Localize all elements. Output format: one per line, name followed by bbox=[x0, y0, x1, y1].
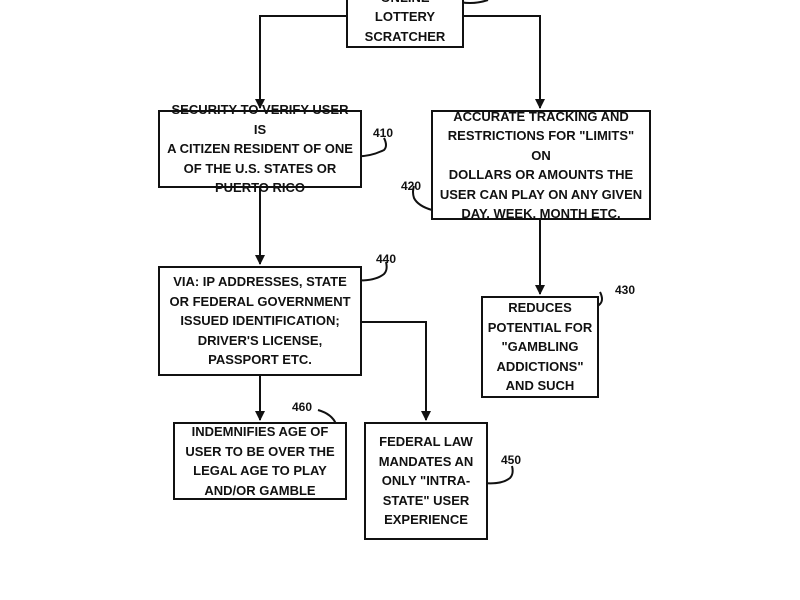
ref-label-450: 450 bbox=[501, 453, 522, 467]
ref-label-460: 460 bbox=[292, 400, 313, 414]
leader-420 bbox=[412, 185, 433, 211]
ref-label-440: 440 bbox=[376, 252, 397, 266]
ref-label-410: 410 bbox=[373, 126, 394, 140]
node-410-security: SECURITY TO VERIFY USER IS A CITIZEN RES… bbox=[158, 102, 362, 195]
leader-450 bbox=[475, 465, 514, 485]
arrow-440-to-450 bbox=[362, 321, 431, 421]
node-online-lottery-scratcher-text: ONLINE LOTTERY SCRATCHER bbox=[364, 0, 446, 44]
node-410-text: SECURITY TO VERIFY USER IS A CITIZEN RES… bbox=[167, 102, 353, 196]
arrow-root-to-410 bbox=[255, 15, 346, 109]
node-420-text: ACCURATE TRACKING AND RESTRICTIONS FOR "… bbox=[439, 108, 643, 222]
node-420-tracking: ACCURATE TRACKING AND RESTRICTIONS FOR "… bbox=[431, 109, 651, 221]
ref-label-420: 420 bbox=[401, 179, 422, 193]
leader-440 bbox=[351, 261, 388, 282]
ref-label-430: 430 bbox=[615, 283, 636, 297]
node-440-via: VIA: IP ADDRESSES, STATE OR FEDERAL GOVE… bbox=[158, 266, 362, 376]
node-460-indemnifies: INDEMNIFIES AGE OF USER TO BE OVER THE L… bbox=[173, 422, 347, 500]
node-440-text: VIA: IP ADDRESSES, STATE OR FEDERAL GOVE… bbox=[169, 274, 351, 368]
node-450-text: FEDERAL LAW MANDATES AN ONLY "INTRA- STA… bbox=[378, 434, 474, 528]
node-430-reduces: REDUCES POTENTIAL FOR "GAMBLING ADDICTIO… bbox=[481, 296, 599, 398]
node-450-federal-law: FEDERAL LAW MANDATES AN ONLY "INTRA- STA… bbox=[364, 422, 488, 540]
node-online-lottery-scratcher: ONLINE LOTTERY SCRATCHER bbox=[346, 0, 464, 48]
node-430-text: REDUCES POTENTIAL FOR "GAMBLING ADDICTIO… bbox=[487, 300, 593, 394]
node-460-text: INDEMNIFIES AGE OF USER TO BE OVER THE L… bbox=[185, 424, 335, 498]
arrow-root-to-420 bbox=[462, 15, 545, 109]
